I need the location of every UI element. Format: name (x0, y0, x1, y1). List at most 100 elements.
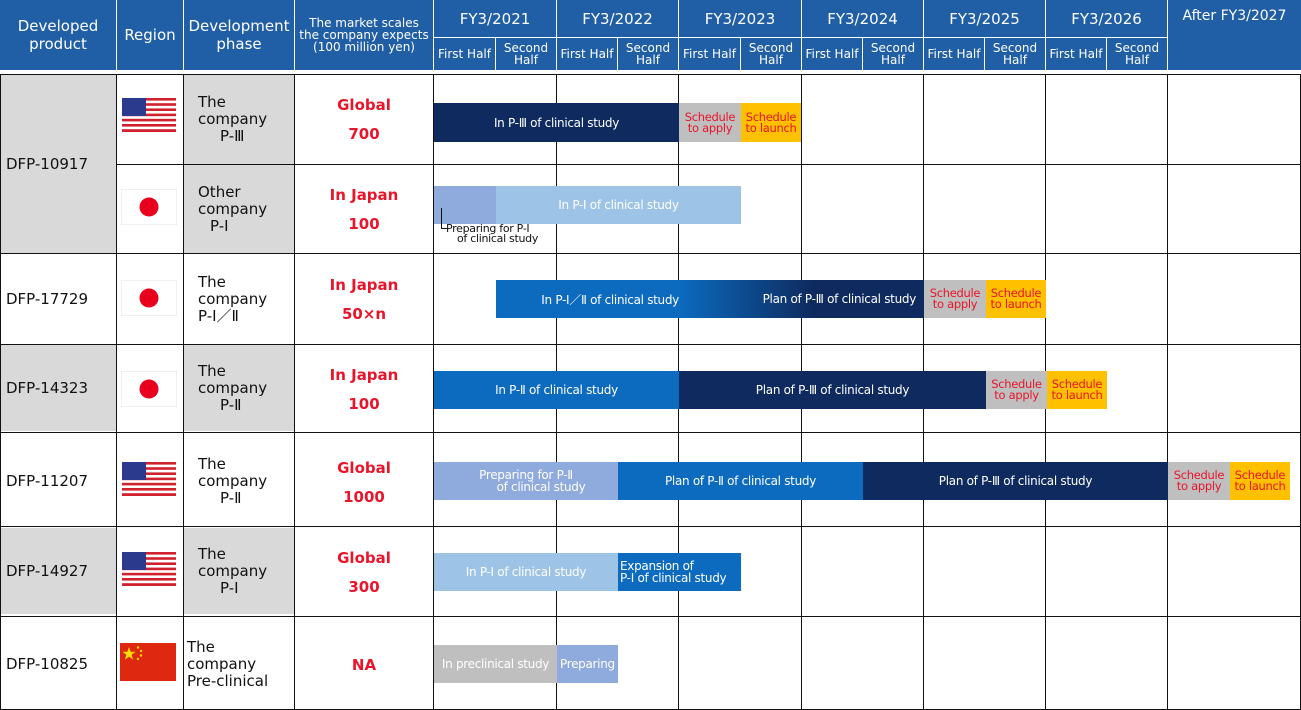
bar-label: Expansion of (620, 559, 694, 573)
half-label: First Half (927, 47, 981, 61)
market-region: NA (351, 655, 377, 674)
callout-line (441, 208, 442, 229)
sched-line: Schedule (990, 286, 1042, 300)
market-region: Global (337, 96, 391, 114)
half-label: Second Half (748, 41, 794, 67)
timeline-bar-in-p1: In P-Ⅰ of clinical study (496, 186, 741, 224)
japan-flag-icon (121, 189, 177, 225)
bar-label: In P-Ⅲ of clinical study (493, 115, 620, 130)
half-label: Second Half (503, 41, 549, 67)
product-label: DFP-14927 (6, 562, 89, 580)
market-scale: NA (295, 630, 433, 700)
timeline-bar-preparing-p2: Preparing for P-Ⅱ of clinical study (434, 462, 618, 500)
header-half-second: Second Half (863, 38, 923, 70)
half-label: First Half (437, 47, 491, 61)
grid-line (433, 74, 434, 710)
timeline-bar-in-p2: In P-Ⅱ of clinical study (434, 371, 679, 409)
header-half-second: Second Half (1107, 38, 1167, 70)
product-name: DFP-10825 (0, 618, 116, 710)
header-half-first: First Half (679, 38, 740, 70)
timeline-bar-in-p1: In P-Ⅰ of clinical study (434, 553, 618, 591)
header-year-fy2023: FY3/2023 (679, 0, 801, 37)
header-product-label: Developed product (17, 17, 99, 53)
development-phase: The company Pre-clinical (184, 618, 294, 710)
after-label: After FY3/2027 (1182, 8, 1287, 24)
bar-label: Plan of P-Ⅲ of clinical study (938, 474, 1093, 488)
grid-line (0, 616, 1301, 617)
header-half-first: First Half (1046, 38, 1106, 70)
development-phase: The company P-Ⅰ (184, 528, 294, 614)
market-region: In Japan (329, 186, 399, 204)
bar-label: Plan of P-Ⅲ of clinical study (755, 383, 910, 397)
bar-label: Plan of P-Ⅲ of clinical study (762, 292, 917, 306)
header-half-first: First Half (557, 38, 617, 70)
phase-line: company (198, 471, 268, 490)
grid-line (294, 74, 295, 710)
year-label: FY3/2026 (1071, 9, 1142, 28)
half-label: First Half (805, 47, 859, 61)
market-scale: In Japan 50×n (295, 265, 433, 335)
development-phase: The company P-Ⅰ／Ⅱ (184, 254, 294, 344)
header-development-phase: Development phase (184, 0, 294, 70)
header-year-fy2026: FY3/2026 (1046, 0, 1167, 37)
market-region: In Japan (329, 366, 399, 384)
sched-line: to apply (1176, 479, 1222, 493)
header-after-fy2027: After FY3/2027 (1168, 0, 1301, 70)
header-region: Region (117, 0, 183, 70)
sched-line: to launch (990, 297, 1042, 311)
grid-line (183, 74, 184, 710)
us-flag-icon (122, 552, 176, 586)
development-phase: The company P-Ⅱ (184, 436, 294, 526)
bar-label: In P-Ⅰ of clinical study (558, 198, 679, 212)
market-scale: In Japan 100 (295, 355, 433, 425)
half-label: Second Half (1114, 41, 1160, 67)
half-label: Second Half (992, 41, 1038, 67)
development-phase: The company P-Ⅱ (184, 345, 294, 431)
phase-line: P-Ⅱ (220, 395, 242, 414)
market-region: Global (337, 459, 391, 477)
grid-line (0, 432, 1301, 433)
grid-line (0, 526, 1301, 527)
phase-line: P-Ⅱ (220, 488, 242, 507)
product-name: DFP-11207 (0, 436, 116, 526)
phase-line: The (198, 92, 226, 111)
development-phase: Other company P-Ⅰ (184, 165, 294, 253)
timeline-bar-preclinical: In preclinical study (434, 645, 557, 683)
phase-line: Pre-clinical (187, 671, 269, 690)
sched-line: to launch (1234, 479, 1286, 493)
china-flag-icon (120, 643, 176, 681)
phase-line: The (187, 637, 215, 656)
sched-line: to apply (687, 120, 733, 135)
market-region: Global (337, 549, 391, 567)
phase-line: P-Ⅰ／Ⅱ (198, 306, 239, 325)
header-phase-label: Development phase (188, 17, 290, 53)
product-label: DFP-14323 (6, 379, 89, 397)
sched-line: Schedule (1051, 377, 1103, 391)
half-label: Second Half (625, 41, 671, 67)
product-label: DFP-11207 (6, 472, 89, 490)
phase-line: The (198, 454, 226, 473)
market-scale: Global 1000 (295, 448, 433, 518)
bar-label: Preparing for P-Ⅱ (479, 468, 573, 482)
us-flag-icon (122, 462, 176, 496)
timeline-bar-in-p1-2: In P-Ⅰ／Ⅱ of clinical study (496, 280, 679, 318)
grid-line (0, 74, 1, 710)
year-label: FY3/2023 (704, 9, 776, 28)
header-half-second: Second Half (618, 38, 678, 70)
phase-line: company (198, 199, 268, 218)
timeline-bar-preparing: Preparing (557, 645, 618, 683)
row-background (0, 75, 116, 253)
market-value: 700 (348, 125, 380, 143)
product-label: DFP-10917 (6, 155, 89, 173)
half-label: First Half (560, 47, 614, 61)
sched-line: to apply (932, 297, 978, 311)
half-label: First Half (682, 47, 736, 61)
header-market-line-1: The market scales (309, 16, 419, 30)
market-value: 100 (348, 215, 380, 233)
